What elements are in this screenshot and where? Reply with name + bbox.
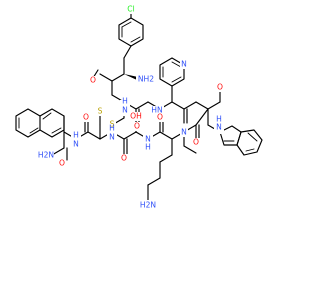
sulfur-label: S — [98, 107, 103, 116]
methylated-nitrogen-label: N — [181, 128, 187, 137]
atom-labels: Cl NH2 O H N O N S S HN H N O O O H N H2… — [38, 5, 224, 210]
oxygen-label: O — [121, 154, 127, 163]
naphthalene-ring — [15, 108, 65, 138]
oxygen-label: O — [90, 76, 96, 85]
indole-ring — [219, 125, 263, 156]
amino-label: NH2 — [138, 75, 154, 84]
indole-h-label: H — [216, 115, 222, 124]
pyridine-nitrogen-label: N — [181, 60, 187, 69]
carboxamide-nh2-label: H2N — [38, 151, 54, 160]
sulfur-label: S — [110, 120, 115, 129]
hydrogen-label: H — [109, 124, 115, 133]
amide-nh-label: HN — [151, 106, 162, 115]
nitrogen-label: N — [122, 106, 128, 115]
molecule-canvas: Cl NH2 O H N O N S S HN H N O O O H N H2… — [15, 4, 263, 210]
oxygen-label: O — [157, 113, 163, 122]
oxygen-label: O — [193, 138, 199, 147]
chlorophenyl-ring — [118, 11, 144, 59]
hydroxyl-label: OH — [130, 112, 142, 121]
oxygen-label: O — [134, 122, 140, 131]
nitrogen-label: N — [73, 140, 79, 149]
structure-diagram: Cl NH2 O H N O N S S HN H N O O O H N H2… — [15, 5, 263, 210]
hydrogen-label: H — [145, 143, 151, 152]
oxygen-label: O — [217, 83, 223, 92]
oxygen-label: O — [83, 113, 89, 122]
indole-nitrogen-label: N — [216, 123, 222, 132]
nitrogen-label: N — [109, 133, 115, 142]
hydrogen-label: H — [73, 131, 79, 140]
chlorine-label: Cl — [127, 5, 134, 14]
nitrogen-label: N — [145, 135, 151, 144]
oxygen-label: O — [59, 159, 65, 168]
pyridine-ring — [159, 57, 185, 87]
hydrogen-label: H — [122, 97, 128, 106]
lysine-amine-label: H2N — [140, 201, 156, 210]
